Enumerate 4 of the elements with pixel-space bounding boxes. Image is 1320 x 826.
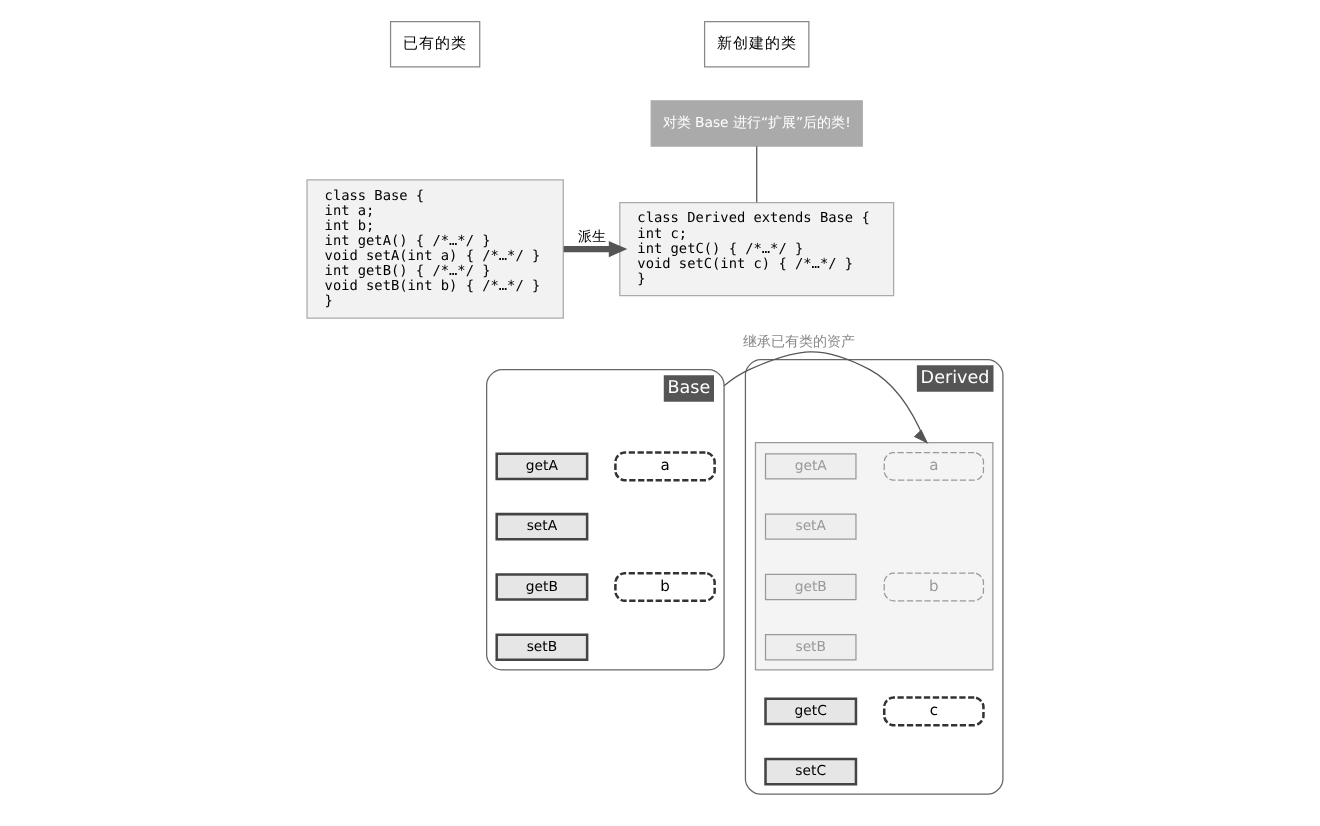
cluster: [754, 441, 994, 671]
arrow: [723, 351, 929, 444]
arrow: [563, 240, 628, 258]
connector: [756, 145, 758, 203]
